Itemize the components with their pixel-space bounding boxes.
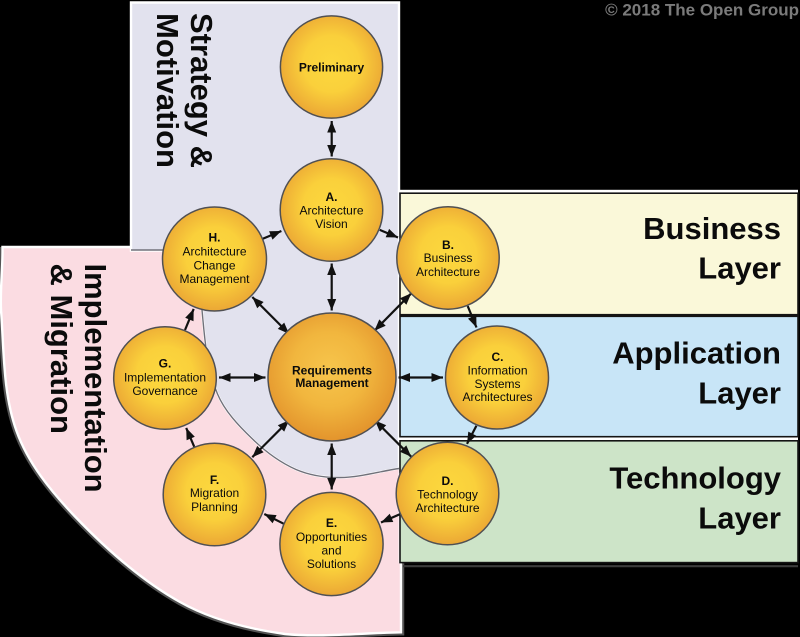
svg-text:Business: Business — [643, 211, 781, 246]
svg-text:Application: Application — [612, 336, 781, 371]
svg-text:Opportunities: Opportunities — [296, 530, 367, 544]
svg-text:Planning: Planning — [191, 500, 238, 514]
svg-text:and: and — [321, 543, 341, 557]
svg-text:Solutions: Solutions — [307, 557, 356, 571]
svg-text:© 2018 The Open Group: © 2018 The Open Group — [605, 1, 799, 20]
svg-text:E.: E. — [326, 516, 337, 530]
svg-text:Architecture: Architecture — [416, 265, 480, 279]
svg-text:Requirements: Requirements — [292, 363, 372, 377]
svg-text:A.: A. — [326, 190, 338, 204]
svg-text:Migration: Migration — [190, 486, 239, 500]
svg-text:Architecture: Architecture — [299, 204, 363, 218]
svg-text:Management: Management — [179, 272, 250, 286]
svg-text:Architectures: Architectures — [462, 390, 532, 404]
svg-text:Vision: Vision — [315, 217, 347, 231]
svg-text:Architecture: Architecture — [415, 501, 479, 515]
svg-text:F.: F. — [210, 473, 219, 487]
svg-text:Systems: Systems — [474, 377, 520, 391]
svg-text:Preliminary: Preliminary — [299, 60, 365, 74]
svg-text:B.: B. — [442, 238, 454, 252]
svg-text:Information: Information — [467, 364, 527, 378]
svg-text:Technology: Technology — [609, 461, 781, 496]
svg-text:H.: H. — [209, 231, 221, 245]
svg-text:Technology: Technology — [417, 488, 478, 502]
svg-text:Implementation& Migration: Implementation& Migration — [44, 264, 113, 493]
svg-text:Change: Change — [193, 259, 235, 273]
svg-text:Governance: Governance — [132, 384, 198, 398]
svg-text:D.: D. — [442, 474, 454, 488]
svg-text:Business: Business — [424, 251, 473, 265]
svg-text:G.: G. — [159, 357, 172, 371]
svg-text:Layer: Layer — [698, 251, 781, 286]
svg-text:C.: C. — [492, 350, 504, 364]
svg-text:Layer: Layer — [698, 500, 781, 535]
svg-text:Layer: Layer — [698, 376, 781, 411]
svg-text:Strategy &Motivation: Strategy &Motivation — [150, 13, 219, 168]
svg-text:Management: Management — [295, 376, 368, 390]
svg-text:Implementation: Implementation — [124, 371, 206, 385]
svg-text:Architecture: Architecture — [182, 245, 246, 259]
